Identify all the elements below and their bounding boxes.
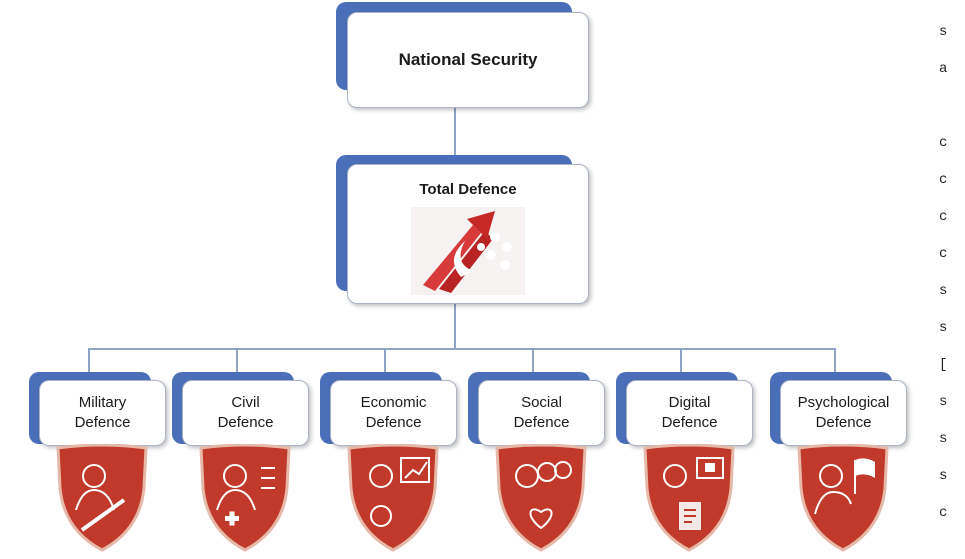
total-defence-title: Total Defence [419,181,517,198]
pillar-psychological-line1: Psychological [797,394,890,411]
pillar-civil-line2: Defence [217,414,274,431]
pillar-social-line1: Social [521,394,562,411]
connector-drop-1 [88,348,90,372]
pillar-military-line2: Defence [74,414,131,431]
connector-drop-2 [236,348,238,372]
soldier-icon [56,444,148,552]
edge-char: c [939,172,948,188]
pillar-digital-box: Digital Defence [626,380,753,446]
connector-top [454,106,456,162]
pillar-military-box: Military Defence [39,380,166,446]
national-security-title: National Security [398,50,538,69]
pillar-digital-line2: Defence [661,414,718,431]
edge-char: s [939,468,948,484]
connector-drop-4 [532,348,534,372]
right-edge-text: s a c c c c s s [ s s s c [939,24,965,542]
pillar-civil-line1: Civil [231,394,260,411]
edge-char: c [939,246,948,262]
total-defence-box: Total Defence [347,164,589,304]
connector-middle [454,302,456,348]
connector-drop-3 [384,348,386,372]
edge-char: c [939,505,948,521]
edge-char: s [939,320,948,336]
pillar-social-line2: Defence [513,414,570,431]
pillar-economic-box: Economic Defence [330,380,457,446]
pillar-economic-line1: Economic [360,394,427,411]
pillar-psychological-line2: Defence [815,414,872,431]
pillar-economic-line2: Defence [365,414,422,431]
edge-char: a [939,61,948,77]
pillar-military-line1: Military [78,394,127,411]
edge-char: s [939,394,948,410]
pillar-psychological-box: Psychological Defence [780,380,907,446]
edge-char: s [939,431,948,447]
civil-defence-icon [199,444,291,552]
connector-drop-6 [834,348,836,372]
pillar-civil-box: Civil Defence [182,380,309,446]
total-defence-logo [411,207,525,295]
edge-char: c [939,209,948,225]
connector-horizontal [88,348,836,350]
edge-char: s [939,283,948,299]
edge-char: c [939,135,948,151]
edge-char: s [939,24,948,40]
community-icon [495,444,587,552]
edge-char: [ [939,357,948,373]
flag-icon [797,444,889,552]
digital-icon [643,444,735,552]
pillar-digital-line1: Digital [668,394,711,411]
connector-drop-5 [680,348,682,372]
edge-char [939,98,965,135]
pillar-social-box: Social Defence [478,380,605,446]
economy-icon [347,444,439,552]
national-security-box: National Security [347,12,589,108]
